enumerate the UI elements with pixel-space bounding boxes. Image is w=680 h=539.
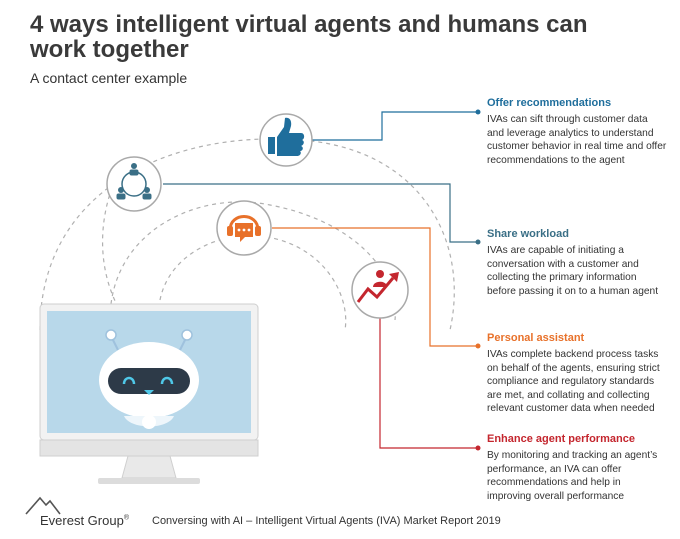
connector-dot-personal [475, 343, 481, 349]
footer-brand-name: Everest Group [40, 513, 124, 528]
offer-recommendations-text: IVAs can sift through customer data and … [487, 114, 667, 166]
share-workload-text: IVAs are capable of initiating a convers… [487, 245, 659, 297]
enhance-agent-performance-text: By monitoring and tracking an agent’s pe… [487, 450, 658, 502]
connector-dot-enhance [475, 445, 481, 451]
share-workload-heading: Share workload [487, 228, 569, 240]
connector-dot-share [475, 239, 481, 245]
personal-assistant-text: IVAs complete backend process tasks on b… [487, 349, 660, 415]
personal-assistant-heading: Personal assistant [487, 332, 585, 344]
page-title: 4 ways intelligent virtual agents and hu… [30, 11, 588, 63]
people-network-icon [106, 156, 162, 212]
footer-report-title: Conversing with AI – Intelligent Virtual… [152, 515, 501, 527]
footer-brand: Everest Group® [40, 513, 129, 528]
enhance-agent-performance-heading: Enhance agent performance [487, 433, 635, 445]
growth-arrow-icon [351, 261, 409, 319]
everest-group-logo [25, 496, 61, 515]
share-workload-block: Share workload IVAs are capable of initi… [487, 228, 667, 298]
footer-registered-mark: ® [123, 514, 129, 522]
connector-personal [272, 227, 478, 347]
offer-recommendations-block: Offer recommendations IVAs can sift thro… [487, 97, 667, 167]
personal-assistant-block: Personal assistant IVAs complete backend… [487, 332, 667, 416]
thumbs-up-icon [259, 113, 313, 167]
connector-enhance [379, 318, 478, 449]
connector-dot-offer [475, 109, 481, 115]
offer-recommendations-heading: Offer recommendations [487, 97, 612, 109]
connector-share [163, 183, 478, 243]
footer: Everest Group® Conversing with AI – Inte… [28, 500, 668, 530]
connector-offer [308, 111, 478, 141]
robot-illustration [99, 329, 199, 429]
page-subtitle: A contact center example [30, 70, 188, 86]
enhance-agent-performance-block: Enhance agent performance By monitoring … [487, 433, 667, 503]
headset-chat-icon [216, 200, 272, 256]
